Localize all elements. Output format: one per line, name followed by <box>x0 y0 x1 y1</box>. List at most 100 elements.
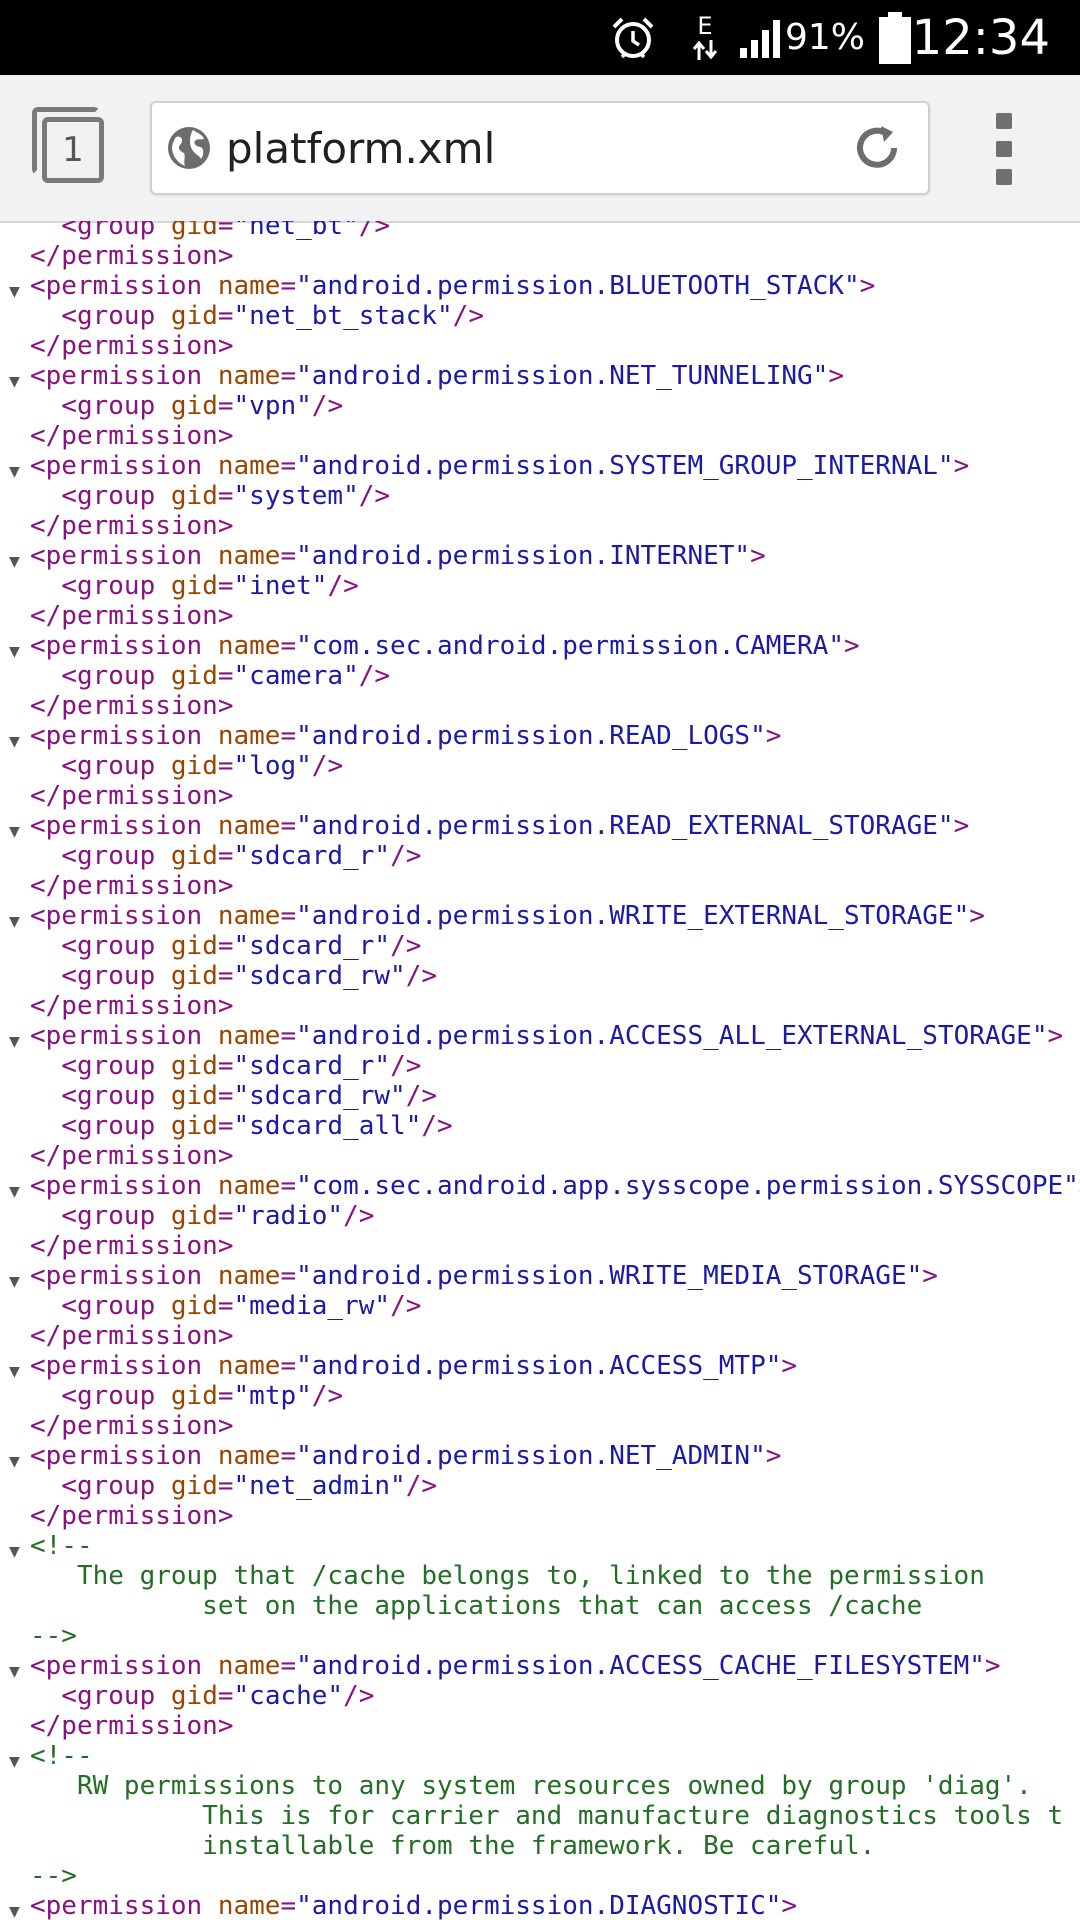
xml-tag: /> <box>405 1081 438 1111</box>
xml-comment: RW permissions to any system resources o… <box>30 1771 1032 1801</box>
xml-tag: </permission> <box>30 1411 234 1441</box>
xml-attr-value: "com.sec.android.permission.CAMERA" <box>296 631 844 661</box>
menu-dot <box>996 141 1012 157</box>
xml-tag: </permission> <box>30 1711 234 1741</box>
xml-attr-value: "android.permission.WRITE_EXTERNAL_STORA… <box>296 901 970 931</box>
xml-tag: </permission> <box>30 1231 234 1261</box>
xml-group-line: <group gid="radio"/> <box>0 1201 1080 1231</box>
xml-attr-value: "camera" <box>233 661 359 691</box>
collapse-triangle-icon[interactable]: ▼ <box>9 911 20 932</box>
xml-permission-line: ▼<permission name="android.permission.RE… <box>0 721 1080 752</box>
xml-tag: > <box>1047 1021 1064 1051</box>
reload-icon[interactable] <box>850 121 904 175</box>
collapse-triangle-icon[interactable]: ▼ <box>9 461 20 482</box>
xml-tag: <group <box>30 571 171 601</box>
xml-attr-name: name <box>217 1891 281 1920</box>
xml-tag: /> <box>327 571 359 601</box>
xml-group-line: <group gid="sdcard_rw"/> <box>0 1081 1080 1111</box>
collapse-triangle-icon[interactable]: ▼ <box>9 281 20 302</box>
xml-comment: The group that /cache belongs to, linked… <box>30 1561 985 1591</box>
xml-permission-line: ▼<permission name="android.permission.NE… <box>0 1441 1080 1472</box>
xml-attr-name: name <box>217 811 281 841</box>
collapse-triangle-icon[interactable]: ▼ <box>9 1661 20 1682</box>
xml-tag: <permission <box>30 361 218 391</box>
xml-attr-name: name <box>217 631 281 661</box>
xml-tag: > <box>922 1261 938 1291</box>
xml-tag: <group <box>30 1201 171 1231</box>
xml-tag: > <box>984 1651 1001 1681</box>
battery-percent: 91% <box>784 17 865 58</box>
collapse-triangle-icon[interactable]: ▼ <box>9 1031 20 1052</box>
xml-group-line: <group gid="sdcard_rw"/> <box>0 961 1080 991</box>
collapse-triangle-icon[interactable]: ▼ <box>9 821 20 842</box>
xml-tag: /> <box>343 1201 375 1231</box>
xml-attr-name: gid <box>170 841 218 871</box>
xml-tag: </permission> <box>30 511 234 541</box>
collapse-triangle-icon[interactable]: ▼ <box>9 1541 20 1562</box>
collapse-triangle-icon[interactable]: ▼ <box>9 551 20 572</box>
xml-tag: <group <box>30 221 171 241</box>
alarm-icon <box>608 0 658 75</box>
xml-attr-name: gid <box>170 931 218 961</box>
xml-comment-open: ▼ <!-- <box>0 1531 1080 1562</box>
xml-attr-value: "vpn" <box>233 391 312 421</box>
xml-comment: <!-- <box>30 1531 93 1561</box>
xml-group-line: <group gid="net_bt_stack"/> <box>0 301 1080 331</box>
xml-tag: <group <box>30 931 171 961</box>
xml-tag: /> <box>358 481 391 511</box>
collapse-triangle-icon[interactable]: ▼ <box>9 1451 20 1472</box>
xml-attr-value: "radio" <box>233 1201 344 1231</box>
collapse-triangle-icon[interactable]: ▼ <box>9 1901 20 1920</box>
xml-close-line: </permission> <box>0 871 1080 901</box>
xml-permission-line: ▼<permission name="android.permission.AC… <box>0 1021 1080 1052</box>
collapse-triangle-icon[interactable]: ▼ <box>9 371 20 392</box>
overflow-menu-icon[interactable] <box>990 113 1020 187</box>
collapse-triangle-icon[interactable]: ▼ <box>9 1751 20 1772</box>
xml-comment-text: RW permissions to any system resources o… <box>0 1771 1080 1801</box>
xml-close-line: </permission> <box>0 241 1080 271</box>
xml-tag: <permission <box>30 271 218 301</box>
collapse-triangle-icon[interactable]: ▼ <box>9 641 20 662</box>
xml-comment: --> <box>30 1621 77 1651</box>
xml-equals: = <box>217 961 234 991</box>
xml-attr-value: "net_bt_stack" <box>233 301 453 331</box>
xml-group-line: <group gid="cache"/> <box>0 1681 1080 1711</box>
xml-comment-text: set on the applications that can access … <box>0 1591 1080 1621</box>
xml-attr-name: gid <box>170 661 218 691</box>
tab-switcher-button[interactable]: 1 <box>32 107 104 183</box>
collapse-triangle-icon[interactable]: ▼ <box>9 1361 20 1382</box>
xml-close-line: </permission> <box>0 1321 1080 1351</box>
xml-comment: This is for carrier and manufacture diag… <box>30 1801 1064 1831</box>
xml-tag: </permission> <box>30 1141 234 1171</box>
xml-attr-value: "inet" <box>233 571 328 601</box>
xml-attr-name: name <box>217 361 281 391</box>
xml-attr-name: gid <box>170 571 218 601</box>
xml-tag: <permission <box>30 811 218 841</box>
xml-group-line: <group gid="sdcard_r"/> <box>0 931 1080 961</box>
address-bar[interactable]: platform.xml <box>150 101 930 195</box>
xml-attr-value: "mtp" <box>233 1381 312 1411</box>
xml-tag: <permission <box>30 1261 218 1291</box>
xml-close-line: </permission> <box>0 691 1080 721</box>
xml-group-line: <group gid="sdcard_r"/> <box>0 1051 1080 1081</box>
xml-equals: = <box>217 481 234 511</box>
xml-tag: > <box>844 631 860 661</box>
xml-close-line: </permission> <box>0 991 1080 1021</box>
xml-tag: > <box>828 361 844 391</box>
collapse-triangle-icon[interactable]: ▼ <box>9 1181 20 1202</box>
xml-tag: > <box>859 271 876 301</box>
xml-equals: = <box>280 1021 297 1051</box>
xml-equals: = <box>280 721 297 751</box>
xml-tag: > <box>781 1351 798 1381</box>
xml-equals: = <box>217 931 234 961</box>
browser-toolbar: 1 platform.xml <box>0 75 1080 223</box>
xml-tag: <permission <box>30 451 218 481</box>
collapse-triangle-icon[interactable]: ▼ <box>9 1271 20 1292</box>
xml-tag: </permission> <box>30 241 234 271</box>
xml-attr-value: "com.sec.android.app.sysscope.permission… <box>296 1171 1079 1201</box>
xml-group-line: <group gid="inet"/> <box>0 571 1080 601</box>
xml-comment-close: --> <box>0 1621 1080 1651</box>
collapse-triangle-icon[interactable]: ▼ <box>9 731 20 752</box>
xml-equals: = <box>280 1171 297 1201</box>
xml-tag: /> <box>421 1111 453 1141</box>
